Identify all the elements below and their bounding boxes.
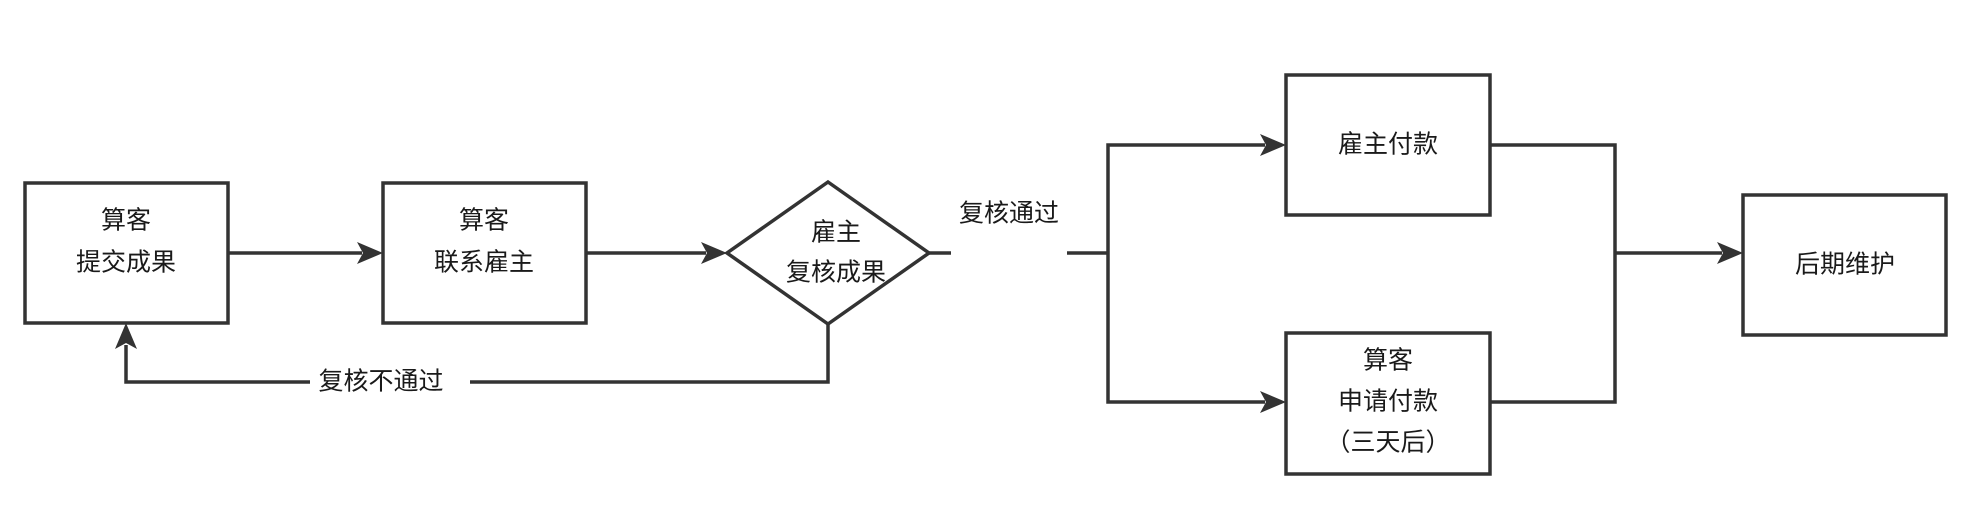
edge-line [1490,253,1617,404]
node-employer-payment[interactable]: 雇主付款 [1284,73,1492,217]
arrow-head-icon [115,323,137,349]
edge-label-approved: 复核通过 [951,200,1067,274]
node-maintenance-label: 后期维护 [1795,251,1895,279]
node-review-decision-label-line1: 雇主 [811,219,861,247]
node-review-decision-shape[interactable] [723,179,933,327]
edge-employer-pay-to-maintenance [1490,143,1617,253]
edge-line [1106,253,1265,404]
node-maintenance[interactable]: 后期维护 [1741,193,1948,337]
node-contact-employer-shape[interactable] [381,181,588,325]
arrow-head-icon [1260,134,1286,156]
edge-worker-request-pay-to-maintenance [1490,253,1617,404]
edge-contact-to-review [586,242,727,264]
arrow-head-icon [357,242,383,264]
node-employer-payment-shape[interactable] [1284,73,1492,217]
edge-merge-to-maintenance [1615,242,1743,264]
node-submit-label-line1: 算客 [101,207,151,235]
edge-label-approved-text: 复核通过 [959,200,1059,228]
node-submit-shape[interactable] [23,181,230,325]
edge-line [124,323,830,384]
node-contact-employer-label-line2: 联系雇主 [434,249,534,277]
node-submit-label-line2: 提交成果 [76,249,176,277]
edge-review-to-employer-pay [1106,134,1286,253]
node-contact-employer-label-line1: 算客 [459,207,509,235]
arrow-head-icon [1260,391,1286,413]
node-worker-request-payment-shape[interactable] [1284,331,1492,476]
node-review-decision[interactable]: 雇主 复核成果 [723,179,933,327]
edge-review-to-worker-request-pay [1106,253,1286,413]
node-review-decision-label-line2: 复核成果 [786,259,886,287]
node-submit[interactable]: 算客 提交成果 [23,181,230,325]
node-worker-request-payment[interactable]: 算客 申请付款 （三天后） [1284,331,1492,476]
edge-label-bg [951,232,1067,274]
edge-submit-to-contact [228,242,383,264]
edge-label-rejected: 复核不通过 [310,362,470,402]
edge-line [1106,143,1265,253]
node-worker-request-payment-label-line1: 算客 [1363,347,1413,375]
node-worker-request-payment-label-line3: （三天后） [1325,429,1450,457]
edge-label-bg [310,362,470,402]
node-contact-employer[interactable]: 算客 联系雇主 [381,181,588,325]
edge-review-rejected-to-submit [115,323,830,384]
edge-label-rejected-text: 复核不通过 [318,368,443,396]
node-worker-request-payment-label-line2: 申请付款 [1338,388,1438,416]
arrow-head-icon [701,242,727,264]
edge-line [1490,143,1617,253]
node-maintenance-shape[interactable] [1741,193,1948,337]
node-employer-payment-label: 雇主付款 [1338,131,1438,159]
arrow-head-icon [1717,242,1743,264]
